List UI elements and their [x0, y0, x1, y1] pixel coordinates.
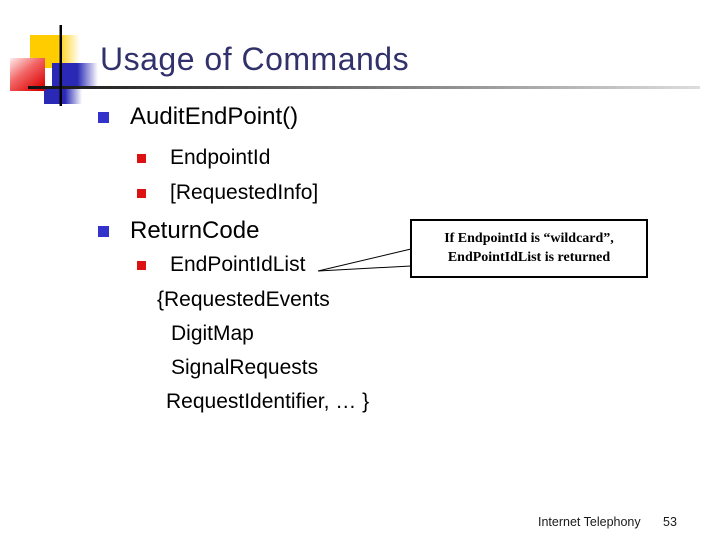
bullet-item-audit-endpoint: AuditEndPoint(): [98, 103, 298, 131]
callout-connector-upper-line: [317, 248, 412, 272]
bullet-label: EndpointId: [170, 146, 271, 169]
callout-box: If EndpointId is “wildcard”, EndPointIdL…: [410, 219, 648, 278]
bullet-label: AuditEndPoint(): [130, 103, 299, 130]
callout-line1: If EndpointId is “wildcard”,: [444, 231, 614, 246]
text-line-signalrequests: SignalRequests: [171, 356, 318, 380]
bullet-label: EndPointIdList: [170, 253, 306, 276]
text-line-label: RequestIdentifier, … }: [166, 390, 370, 413]
bullet-item-endpointidlist: EndPointIdList: [137, 253, 305, 277]
blue-square-bullet-icon: [98, 112, 109, 123]
text-line-label: SignalRequests: [171, 356, 319, 379]
text-line-requestedevents: {RequestedEvents: [157, 288, 330, 312]
text-line-digitmap: DigitMap: [171, 322, 254, 346]
text-line-requestidentifier: RequestIdentifier, … }: [166, 390, 369, 414]
text-line-label: DigitMap: [171, 322, 254, 345]
logo-red-square-icon: [10, 58, 45, 91]
footer-title: Internet Telephony: [538, 515, 641, 529]
bullet-label: ReturnCode: [130, 217, 260, 244]
logo-blue-square-lower-icon: [44, 88, 82, 104]
blue-square-bullet-icon: [98, 226, 109, 237]
callout-connector-lower-line: [317, 265, 412, 272]
slide-page-number: 53: [663, 515, 677, 529]
title-rule: [28, 86, 700, 89]
bullet-item-requestedinfo: [RequestedInfo]: [137, 181, 318, 205]
bullet-item-returncode: ReturnCode: [98, 217, 259, 245]
bullet-label: [RequestedInfo]: [170, 181, 319, 204]
text-line-label: {RequestedEvents: [157, 288, 330, 311]
callout-line2: EndPointIdList is returned: [447, 250, 611, 265]
logo-blue-square-icon: [52, 63, 98, 88]
page-title: Usage of Commands: [100, 41, 410, 77]
logo-yellow-square-icon: [30, 35, 80, 68]
red-square-bullet-icon: [137, 261, 146, 270]
bullet-item-endpointid: EndpointId: [137, 146, 270, 170]
red-square-bullet-icon: [137, 154, 146, 163]
red-square-bullet-icon: [137, 189, 146, 198]
logo-crosshair-line: [59, 25, 62, 106]
